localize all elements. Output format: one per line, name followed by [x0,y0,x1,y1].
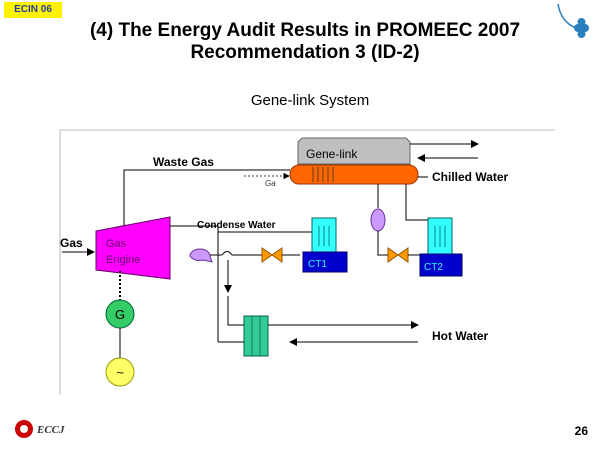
pump [189,248,213,263]
pump-2 [370,208,386,232]
absorber-drum [289,164,419,185]
cooling-tower-ct1-base [302,251,348,273]
slide-title-line1: (4) The Energy Audit Results in PROMEEC … [89,20,521,41]
valve-2 [387,247,399,263]
page-number: 26 [574,424,588,438]
cooling-tower-ct2-top [427,217,453,255]
gas-engine-label: Gas [106,238,127,250]
generator-label: G [115,307,125,322]
pipe-crossover [221,251,233,256]
slide-title-line2: Recommendation 3 (ID-2) [190,42,420,63]
chilled-water-label: Chilled Water [432,170,509,184]
ac-source [105,357,135,387]
gene-link-unit [297,137,411,165]
eccj-logo: ECCJ [14,418,78,445]
gas-engine [95,216,171,280]
hot-water-label: Hot Water [432,329,489,343]
gene-link-label: Gene-link [306,147,358,161]
gas-input-label: Gas [60,236,83,250]
slide-tag: ECIN 06 [4,2,62,18]
condense-water-label: Condense Water [197,220,276,231]
ac-source-label: ~ [116,365,124,380]
ct1-label: CT1 [308,259,327,270]
valve-2 [397,247,409,263]
ga-label: Ga [265,179,276,188]
pump-2-pipe [377,231,388,256]
waste-gas-label: Waste Gas [153,155,214,169]
eccj-logo-text: ECCJ [36,424,65,436]
waste-gas-pipe [123,169,290,228]
hx-inlet-pipe [227,296,244,326]
gas-engine-label: Engine [106,254,140,266]
ct2-return-pipe [405,184,428,221]
hot-water-heat-exchanger [243,315,269,357]
cooling-tower-ct2-base [419,253,463,277]
ct2-label: CT2 [424,262,443,273]
eccj-logo-icon [20,425,28,433]
clover-logo-icon [552,2,592,49]
valve-1 [261,247,273,263]
diagram-subtitle: Gene-link System [250,92,370,109]
valve-1 [271,247,283,263]
